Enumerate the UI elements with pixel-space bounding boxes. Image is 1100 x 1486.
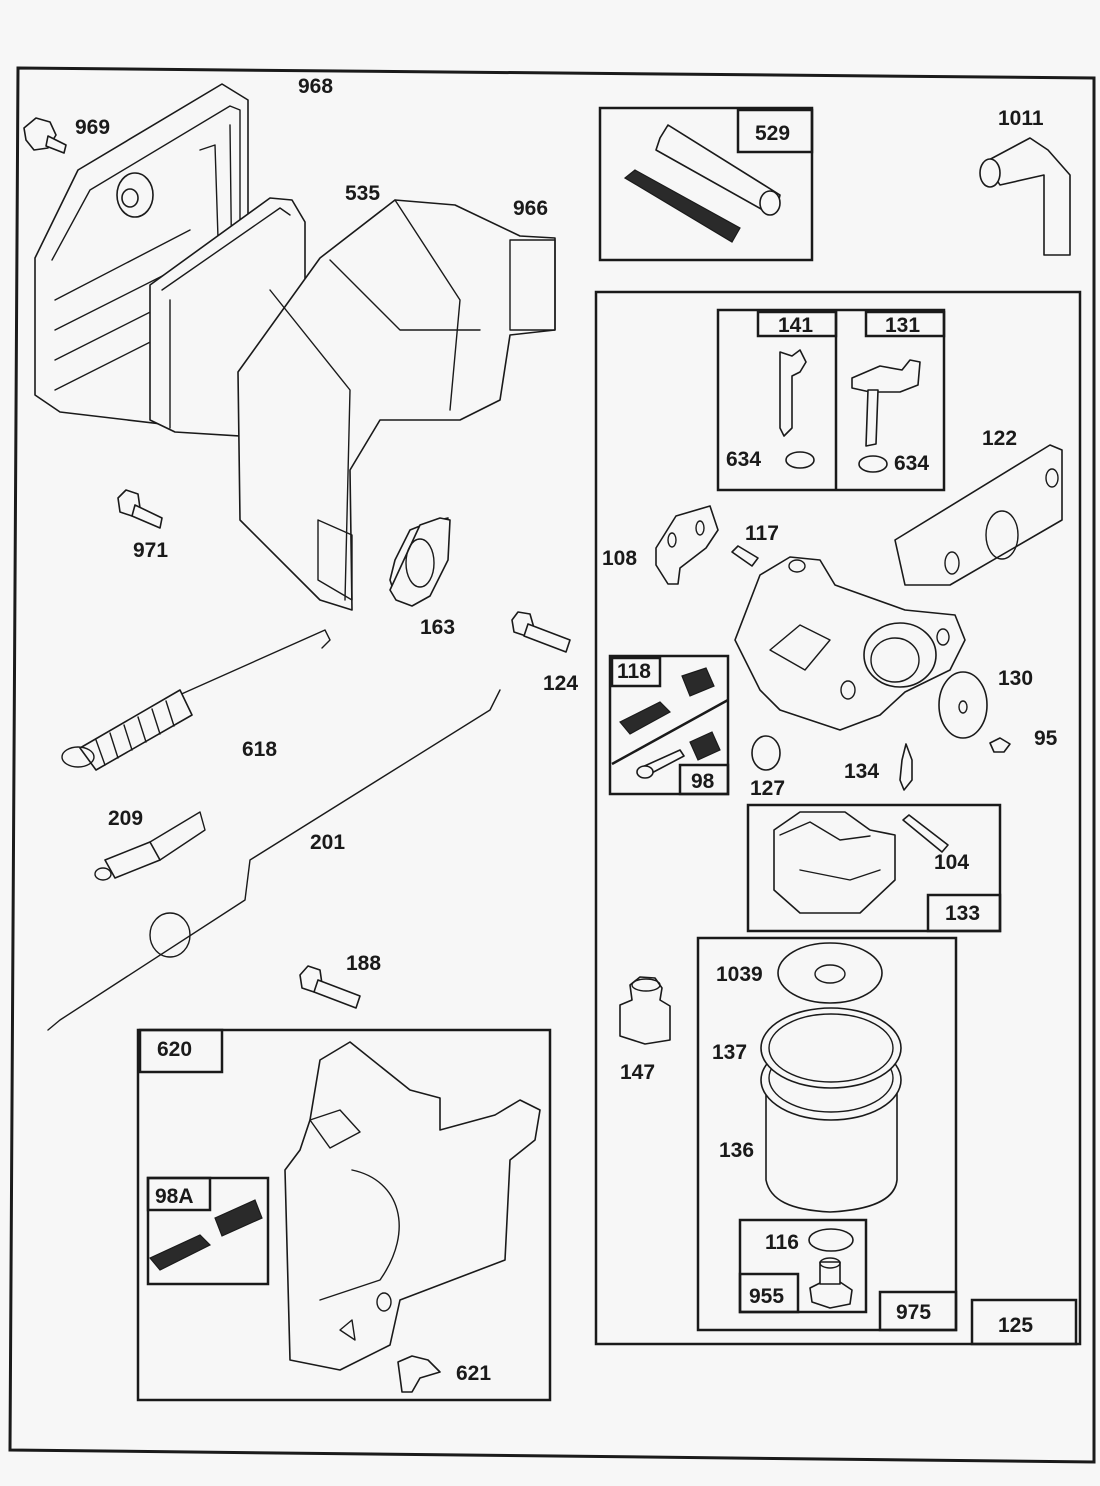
label-975: 975	[896, 1301, 931, 1324]
hose-1011	[979, 137, 1071, 256]
label-98A: 98A	[155, 1185, 194, 1208]
label-188: 188	[346, 952, 381, 975]
label-117: 117	[745, 522, 779, 545]
label-971: 971	[133, 539, 168, 562]
air-cleaner-cover	[237, 199, 556, 611]
kit-133-box	[746, 803, 1002, 933]
bolt-971-icon	[117, 489, 163, 529]
kit-141-131-box	[716, 308, 946, 492]
label-163: 163	[420, 616, 455, 639]
kit-955-box	[738, 1218, 868, 1314]
label-127: 127	[750, 777, 785, 800]
plug-127	[751, 735, 781, 771]
label-209: 209	[108, 807, 143, 830]
label-124: 124	[543, 672, 578, 695]
screw-spring-98A-icon	[149, 1199, 263, 1271]
bowl-nut-955-icon	[809, 1257, 853, 1309]
spring-209	[94, 811, 206, 881]
label-147: 147	[620, 1061, 655, 1084]
kit-118-98-box	[608, 654, 730, 796]
label-201: 201	[310, 831, 345, 854]
label-125: 125	[998, 1314, 1033, 1337]
label-130: 130	[998, 667, 1033, 690]
kit-125-box	[594, 290, 1082, 1346]
label-133: 133	[945, 902, 980, 925]
label-634-b: 634	[894, 452, 929, 475]
float-bowl-136	[760, 1007, 902, 1213]
label-968: 968	[298, 75, 333, 98]
throttle-shaft-131	[851, 359, 921, 473]
label-95: 95	[1034, 727, 1058, 750]
inlet-needle-134	[899, 743, 913, 791]
carburetor-body	[734, 556, 966, 731]
label-1011: 1011	[998, 107, 1044, 130]
label-634-a: 634	[726, 448, 761, 471]
washer-116	[808, 1228, 854, 1252]
kit-975-box	[696, 936, 958, 1332]
bowl-gasket-1039	[777, 942, 883, 1004]
label-966: 966	[513, 197, 548, 220]
screw-969-icon	[23, 117, 67, 154]
pin-117	[731, 545, 759, 567]
label-620: 620	[157, 1038, 192, 1061]
label-116: 116	[765, 1231, 799, 1254]
label-969: 969	[75, 116, 110, 139]
label-118: 118	[617, 660, 651, 683]
plate-108	[655, 505, 719, 585]
label-621: 621	[456, 1362, 491, 1385]
label-104: 104	[934, 851, 969, 874]
label-134: 134	[844, 760, 879, 783]
stud-124-icon	[511, 611, 571, 653]
governor-link-201	[47, 689, 501, 1031]
label-955: 955	[749, 1285, 784, 1308]
control-bracket-620	[284, 1041, 541, 1371]
throttle-plate-130	[938, 671, 988, 739]
kit-620-box	[136, 1028, 552, 1402]
label-1039: 1039	[716, 963, 763, 986]
idle-screw-118-icon	[619, 667, 715, 735]
label-535: 535	[345, 182, 380, 205]
label-122: 122	[982, 427, 1017, 450]
fuel-plug-147	[619, 976, 671, 1045]
bolt-188-icon	[299, 965, 361, 1009]
label-529: 529	[755, 122, 790, 145]
screw-95-icon	[989, 737, 1011, 753]
part-labels: 968 969 535 966 971 163 124 618 209 201 …	[75, 75, 1058, 1385]
label-131: 131	[885, 314, 920, 337]
float-133	[773, 811, 949, 914]
spring-sleeve-529	[623, 124, 781, 243]
label-108: 108	[602, 547, 637, 570]
idle-screw-98-icon	[636, 731, 721, 779]
label-137: 137	[712, 1041, 747, 1064]
label-141: 141	[778, 314, 813, 337]
gasket-163	[389, 517, 451, 607]
spacer-122	[894, 444, 1063, 586]
label-136: 136	[719, 1139, 754, 1162]
clip-621-icon	[397, 1355, 441, 1393]
governor-spring-618	[61, 629, 331, 771]
outer-frame	[8, 66, 1096, 1464]
choke-shaft-141	[779, 349, 815, 469]
kit-529-box	[598, 106, 814, 262]
label-98: 98	[691, 770, 715, 793]
label-618: 618	[242, 738, 277, 761]
